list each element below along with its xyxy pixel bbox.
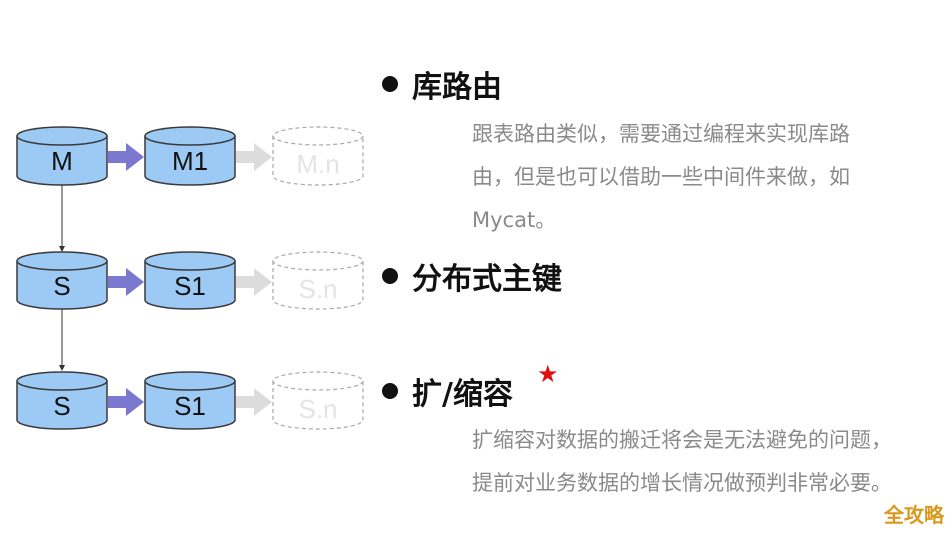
cylinder-label: M1 xyxy=(172,146,208,176)
section-description: 扩缩容对数据的搬迁将会是无法避免的问题， 提前对业务数据的增长情况做预判非常必要… xyxy=(472,419,892,505)
database-topology-diagram: M M1 M.n S S1 S.n S xyxy=(16,126,364,430)
description-line: Mycat。 xyxy=(472,208,557,232)
cylinder-shard: S1 xyxy=(144,371,236,430)
cylinder-label: S1 xyxy=(174,271,206,301)
arrowhead-icon xyxy=(59,246,65,252)
cylinder-label: M xyxy=(51,146,73,176)
cylinder-label: M.n xyxy=(296,149,339,179)
description-line: 提前对业务数据的增长情况做预判非常必要。 xyxy=(472,471,892,495)
bullet-icon xyxy=(382,268,398,284)
arrowhead-icon xyxy=(59,365,65,371)
description-line: 扩缩容对数据的搬迁将会是无法避免的问题， xyxy=(472,428,892,452)
cylinder-label: S1 xyxy=(174,391,206,421)
bullet-icon xyxy=(382,76,398,92)
cylinder-label: S xyxy=(53,391,70,421)
section-title: 分布式主键 xyxy=(382,254,562,298)
arrow-icon xyxy=(236,143,272,171)
section-title: 扩/缩容 xyxy=(382,369,513,413)
watermark: 全攻略 xyxy=(884,503,944,527)
bullet-icon xyxy=(382,383,398,399)
arrow-icon xyxy=(108,268,144,296)
arrow-icon xyxy=(108,388,144,416)
cylinder-ghost: S.n xyxy=(272,251,364,310)
cylinder-shard: S1 xyxy=(144,251,236,310)
cylinder-shard: M1 xyxy=(144,126,236,186)
description-line: 由，但是也可以借助一些中间件来做，如 xyxy=(472,165,850,189)
description-line: 跟表路由类似，需要通过编程来实现库路 xyxy=(472,122,850,146)
cylinder-ghost: S.n xyxy=(272,371,364,430)
section-title-text: 库路由 xyxy=(412,70,502,105)
cylinder-primary: S xyxy=(16,371,108,430)
arrow-icon xyxy=(236,388,272,416)
section-title-text: 扩/缩容 xyxy=(412,377,513,412)
cylinder-label: S xyxy=(53,271,70,301)
arrow-icon xyxy=(108,143,144,171)
cylinder-label: S.n xyxy=(298,274,337,304)
cylinder-primary: S xyxy=(16,251,108,310)
cylinder-ghost: M.n xyxy=(272,126,364,186)
arrow-icon xyxy=(236,268,272,296)
section-title-text: 分布式主键 xyxy=(412,262,562,297)
star-icon: ★ xyxy=(537,360,559,388)
section-title: 库路由 xyxy=(382,62,502,106)
section-description: 跟表路由类似，需要通过编程来实现库路 由，但是也可以借助一些中间件来做，如 My… xyxy=(472,113,850,242)
cylinder-label: S.n xyxy=(298,394,337,424)
cylinder-primary: M xyxy=(16,126,108,186)
